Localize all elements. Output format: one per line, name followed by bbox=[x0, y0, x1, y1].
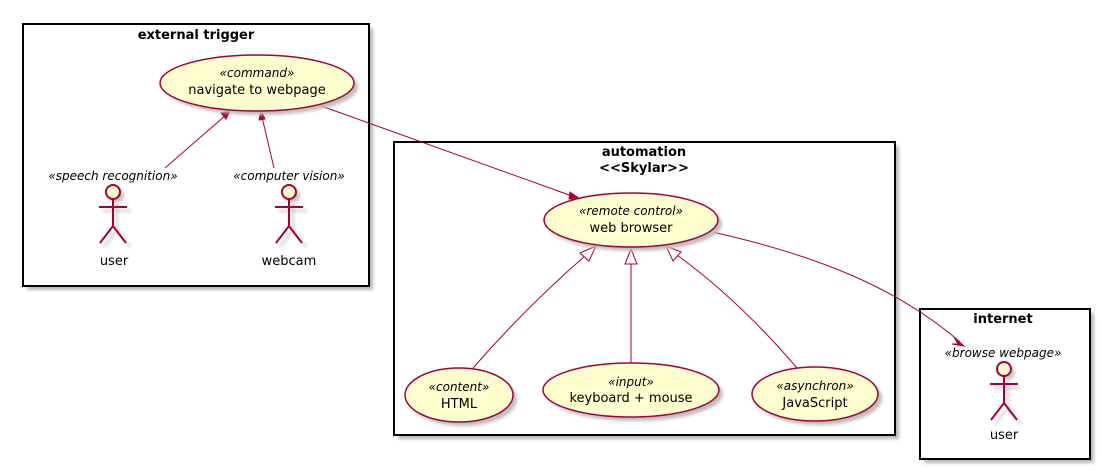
generalization-arrow-icon bbox=[665, 245, 682, 262]
link-webcam-to-navigate bbox=[261, 116, 275, 169]
link-browser-to-internet-user bbox=[702, 229, 961, 343]
link-speech-user-to-navigate bbox=[164, 114, 227, 169]
generalization-arrow-icon bbox=[579, 245, 598, 262]
stick-figure-icon bbox=[275, 184, 307, 248]
usecase-web-browser: «remote control» web browser bbox=[543, 192, 722, 251]
actor-webcam: «computer vision» webcam bbox=[233, 169, 344, 269]
package-stereotype-automation: <<Skylar>> bbox=[599, 161, 689, 176]
actor-stereotype: «browse webpage» bbox=[945, 346, 1062, 360]
package-title-external-trigger: external trigger bbox=[138, 28, 255, 43]
actor-label: user bbox=[100, 254, 129, 269]
usecase-html: «content» HTML bbox=[404, 367, 517, 426]
link-html-to-browser bbox=[472, 254, 587, 369]
package-title-internet: internet bbox=[973, 312, 1032, 327]
usecase-keyboard-mouse: «input» keyboard + mouse bbox=[542, 362, 723, 421]
usecase-stereotype: «asynchron» bbox=[776, 379, 853, 393]
usecase-stereotype: «content» bbox=[429, 380, 490, 394]
link-js-to-browser bbox=[676, 254, 798, 369]
package-title-automation: automation bbox=[602, 145, 686, 160]
usecase-label: navigate to webpage bbox=[188, 83, 326, 98]
actor-speech-user: «speech recognition» user bbox=[48, 169, 177, 269]
actor-label: user bbox=[990, 428, 1019, 443]
arrow-head-icon bbox=[951, 336, 966, 347]
usecase-javascript: «asynchron» JavaScript bbox=[751, 366, 882, 425]
actor-label: webcam bbox=[262, 254, 317, 269]
actor-stereotype: «speech recognition» bbox=[48, 169, 177, 183]
stick-figure-icon bbox=[99, 184, 131, 248]
generalization-arrow-icon bbox=[624, 247, 638, 265]
actor-stereotype: «computer vision» bbox=[233, 169, 344, 183]
usecase-stereotype: «remote control» bbox=[579, 204, 683, 218]
usecase-navigate-to-webpage: «command» navigate to webpage bbox=[159, 54, 358, 115]
usecase-stereotype: «command» bbox=[220, 66, 295, 80]
usecase-label: HTML bbox=[441, 397, 478, 412]
usecase-label: keyboard + mouse bbox=[569, 391, 692, 406]
stick-figure-icon bbox=[990, 361, 1022, 425]
actor-internet-user: «browse webpage» user bbox=[945, 346, 1062, 443]
usecase-label: JavaScript bbox=[781, 396, 847, 411]
usecase-label: web browser bbox=[589, 221, 673, 236]
link-navigate-to-browser bbox=[312, 102, 573, 197]
usecase-stereotype: «input» bbox=[608, 375, 654, 389]
